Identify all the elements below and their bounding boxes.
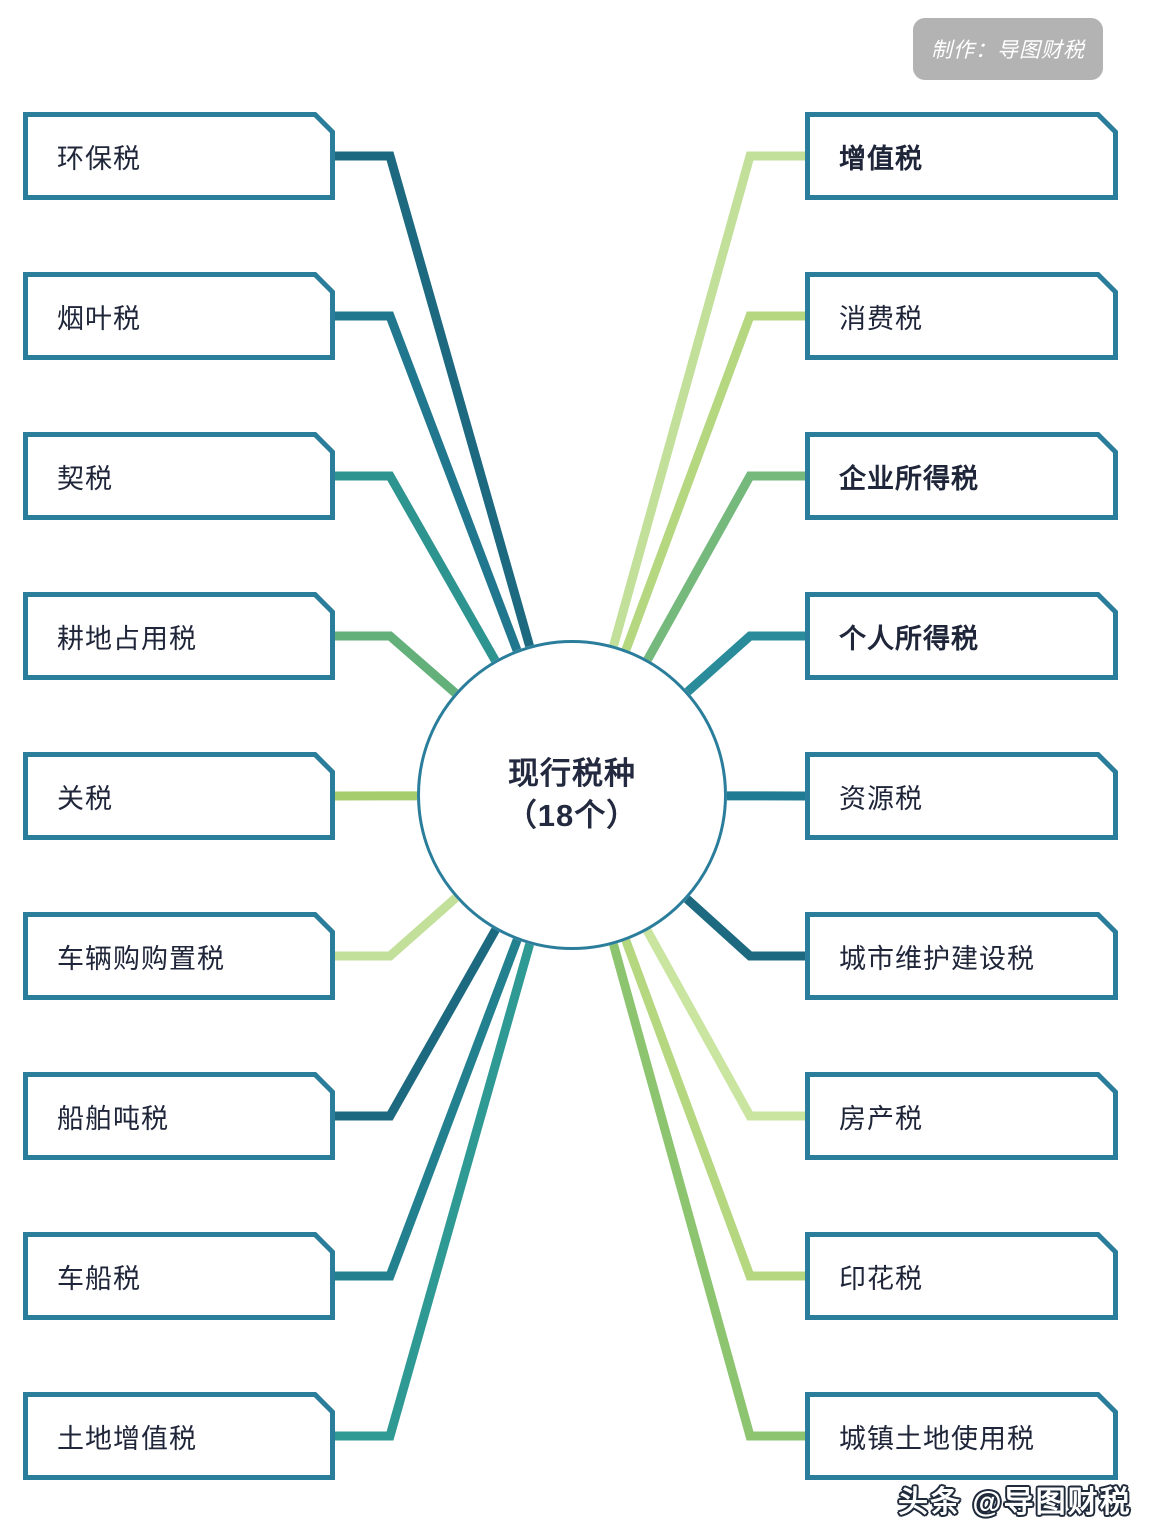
node-box-right-2[interactable]: 企业所得税 [805,432,1118,520]
box-frame [23,912,335,1000]
node-box-left-3[interactable]: 耕地占用税 [23,592,335,680]
node-box-right-4[interactable]: 资源税 [805,752,1118,840]
node-box-left-5[interactable]: 车辆购购置税 [23,912,335,1000]
node-box-left-0[interactable]: 环保税 [23,112,335,200]
footer-watermark: 头条 @导图财税 [898,1486,1132,1519]
node-label: 增值税 [839,143,923,174]
node-box-right-7[interactable]: 印花税 [805,1232,1118,1320]
node-label: 车船税 [57,1263,141,1294]
center-count: （18个） [505,798,639,833]
node-label: 关税 [57,783,113,814]
box-frame [23,1072,335,1160]
node-label: 契税 [57,463,113,494]
box-frame [805,432,1118,520]
node-box-left-4[interactable]: 关税 [23,752,335,840]
box-frame [805,592,1118,680]
node-box-right-0[interactable]: 增值税 [805,112,1118,200]
box-frame [23,112,335,200]
node-label: 船舶吨税 [57,1103,169,1134]
node-label: 耕地占用税 [57,623,197,654]
center-title: 现行税种 [508,756,636,792]
node-box-left-8[interactable]: 土地增值税 [23,1392,335,1480]
node-label: 环保税 [57,143,141,174]
node-label: 资源税 [839,783,923,814]
node-label: 车辆购购置税 [57,943,225,974]
box-frame [805,1392,1118,1480]
node-box-right-8[interactable]: 城镇土地使用税 [805,1392,1118,1480]
box-frame [805,912,1118,1000]
node-box-right-3[interactable]: 个人所得税 [805,592,1118,680]
node-box-left-6[interactable]: 船舶吨税 [23,1072,335,1160]
node-box-right-5[interactable]: 城市维护建设税 [805,912,1118,1000]
node-label: 房产税 [839,1103,923,1134]
watermark-badge: 制作：导图财税 [913,18,1103,80]
node-box-left-2[interactable]: 契税 [23,432,335,520]
node-box-left-1[interactable]: 烟叶税 [23,272,335,360]
box-frame [805,1072,1118,1160]
watermark-badge-text: 制作：导图财税 [931,39,1085,62]
box-frame [23,272,335,360]
node-label: 城镇土地使用税 [839,1423,1035,1454]
box-frame [23,1232,335,1320]
box-frame [805,112,1118,200]
node-box-right-1[interactable]: 消费税 [805,272,1118,360]
box-frame [805,272,1118,360]
box-frame [23,432,335,520]
node-label: 土地增值税 [57,1423,197,1454]
box-frame [23,752,335,840]
box-frame [23,592,335,680]
node-label: 印花税 [839,1263,923,1294]
box-frame [805,1232,1118,1320]
node-box-right-6[interactable]: 房产税 [805,1072,1118,1160]
node-box-left-7[interactable]: 车船税 [23,1232,335,1320]
center-node[interactable]: 现行税种 （18个） [417,640,727,950]
node-label: 企业所得税 [839,463,979,494]
node-label: 烟叶税 [57,303,141,334]
node-label: 个人所得税 [839,623,979,654]
box-frame [23,1392,335,1480]
box-frame [805,752,1118,840]
node-label: 城市维护建设税 [839,943,1035,974]
node-label: 消费税 [839,303,923,334]
